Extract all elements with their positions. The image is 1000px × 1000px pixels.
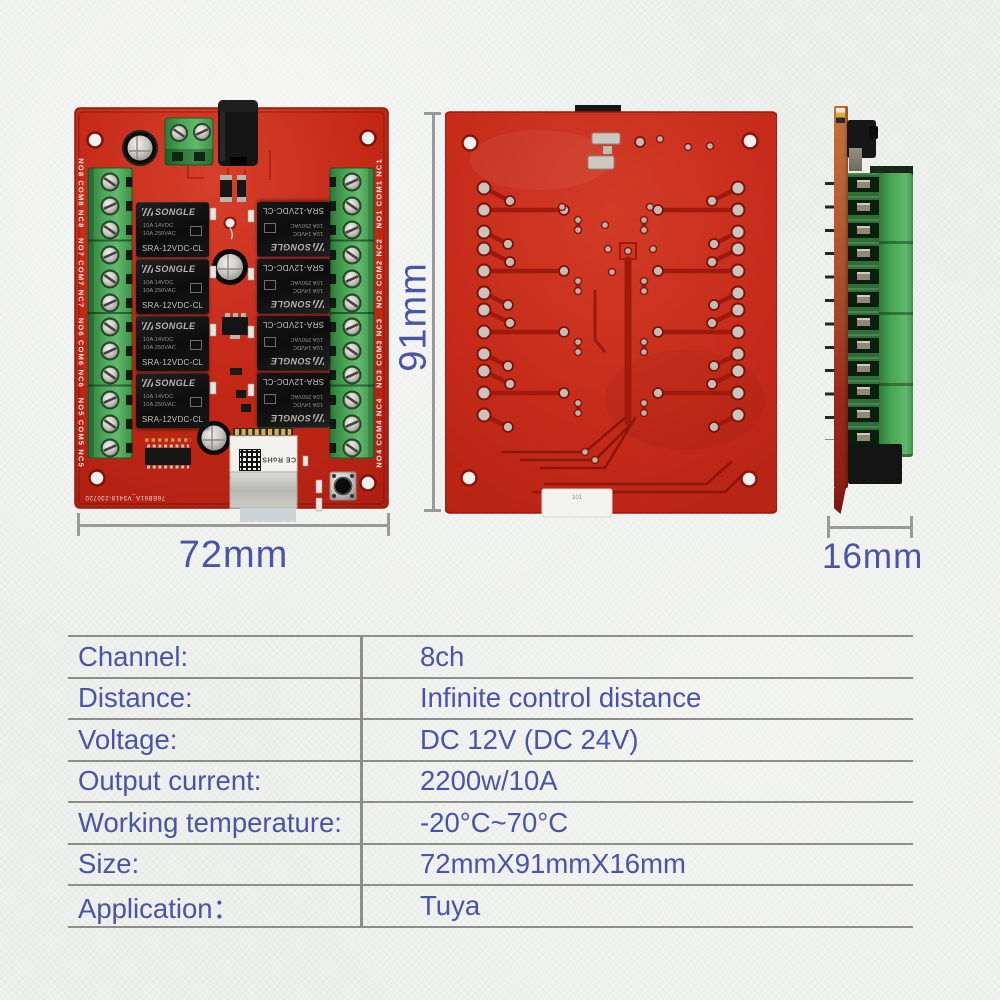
side-small-component bbox=[849, 148, 862, 171]
spec-row-channel: Channel: 8ch bbox=[68, 637, 913, 679]
table-divider bbox=[360, 637, 363, 928]
dim-tick bbox=[424, 509, 441, 512]
center-traces bbox=[557, 202, 658, 426]
electrolytic-capacitor-top bbox=[122, 130, 158, 166]
dim-label-depth: 16mm bbox=[822, 537, 924, 576]
dim-line-16mm bbox=[827, 526, 913, 529]
terminal-strip-right bbox=[329, 167, 375, 459]
side-terminal-body bbox=[878, 173, 913, 457]
spec-value: DC 12V (DC 24V) bbox=[420, 723, 639, 755]
songle-swoosh-icon bbox=[142, 265, 153, 273]
spec-row-working-temperature: Working temperature: -20°C~70°C bbox=[68, 803, 913, 845]
spec-row-distance: Distance: Infinite control distance bbox=[68, 679, 913, 720]
songle-swoosh-icon bbox=[142, 322, 153, 330]
solder-pads-top bbox=[587, 132, 715, 170]
spec-value: 8ch bbox=[420, 640, 465, 672]
spec-label: Size: bbox=[78, 848, 140, 880]
center-components bbox=[197, 207, 255, 455]
reset-button bbox=[329, 471, 357, 501]
wifi-module-marking: CE RoHS bbox=[261, 455, 297, 463]
spec-label: Channel: bbox=[78, 640, 189, 672]
smd-diodes bbox=[220, 175, 246, 202]
songle-swoosh-icon bbox=[313, 300, 324, 308]
dim-line-72mm bbox=[77, 524, 390, 527]
dim-tick bbox=[910, 516, 913, 538]
dim-tick bbox=[387, 513, 390, 536]
dim-line-91mm bbox=[432, 112, 435, 512]
power-terminal-block bbox=[164, 117, 214, 166]
silkscreen-code: 76BB61A_V3418-230720 bbox=[84, 494, 166, 500]
dim-tick bbox=[424, 112, 441, 115]
songle-swoosh-icon bbox=[142, 208, 153, 216]
terminal-labels-right: NO4 COM4 NC4 NO3 COM3 NC3 NO2 COM2 NC2 N… bbox=[374, 158, 384, 468]
tab-marking: 101 bbox=[572, 495, 583, 501]
dim-label-height: 91mm bbox=[392, 262, 435, 372]
dc-jack bbox=[218, 100, 258, 166]
terminal-strip-left bbox=[87, 167, 133, 459]
spec-row-size: Size: 72mmX91mmX16mm bbox=[68, 845, 913, 886]
dim-label-width: 72mm bbox=[178, 534, 289, 576]
spec-value: Tuya bbox=[420, 890, 481, 921]
spec-label: Distance: bbox=[78, 682, 193, 714]
side-terminal-screw-face bbox=[848, 173, 879, 449]
driver-ic bbox=[145, 438, 191, 469]
terminal-labels-left: NO8 COM8 NC8 NO7 COM7 NC7 NO6 COM6 NC6 N… bbox=[76, 158, 86, 468]
dim-tick bbox=[77, 513, 80, 536]
spec-table: Channel: 8ch Distance: Infinite control … bbox=[68, 635, 913, 928]
songle-swoosh-icon bbox=[313, 414, 324, 422]
spec-value: 72mmX91mmX16mm bbox=[420, 848, 686, 880]
mounting-holes bbox=[86, 129, 377, 492]
dim-tick bbox=[827, 516, 830, 538]
spec-value: Infinite control distance bbox=[420, 682, 702, 714]
side-dc-jack-knob bbox=[869, 126, 878, 139]
spec-row-voltage: Voltage: DC 12V (DC 24V) bbox=[68, 720, 913, 762]
spec-label: Application： bbox=[78, 893, 241, 924]
mounting-holes-back bbox=[460, 132, 759, 488]
spec-row-output-current: Output current: 2200w/10A bbox=[68, 762, 913, 803]
pin-row bbox=[825, 182, 835, 440]
wifi-module bbox=[229, 428, 298, 522]
spec-row-application: Application： Tuya bbox=[68, 886, 913, 928]
spec-label: Working temperature: bbox=[78, 806, 342, 838]
spec-label: Output current: bbox=[78, 765, 262, 797]
spec-value: 2200w/10A bbox=[420, 765, 558, 797]
side-pcb-tip bbox=[834, 488, 846, 514]
side-board-photo bbox=[820, 100, 930, 540]
dc-jack-back-edge bbox=[575, 105, 621, 114]
spec-value: -20°C~70°C bbox=[420, 806, 569, 838]
spec-label: Voltage: bbox=[78, 723, 178, 755]
side-pcb-edge bbox=[834, 106, 848, 488]
side-top-components bbox=[836, 108, 845, 123]
songle-swoosh-icon bbox=[313, 357, 324, 365]
front-board-photo bbox=[74, 100, 389, 522]
qr-code bbox=[239, 449, 261, 471]
back-board-photo: 101 bbox=[445, 105, 777, 518]
songle-swoosh-icon bbox=[313, 243, 324, 251]
songle-swoosh-icon bbox=[142, 379, 153, 387]
side-relay-bottom bbox=[848, 444, 902, 484]
module-slot-tab: 101 bbox=[541, 488, 613, 518]
